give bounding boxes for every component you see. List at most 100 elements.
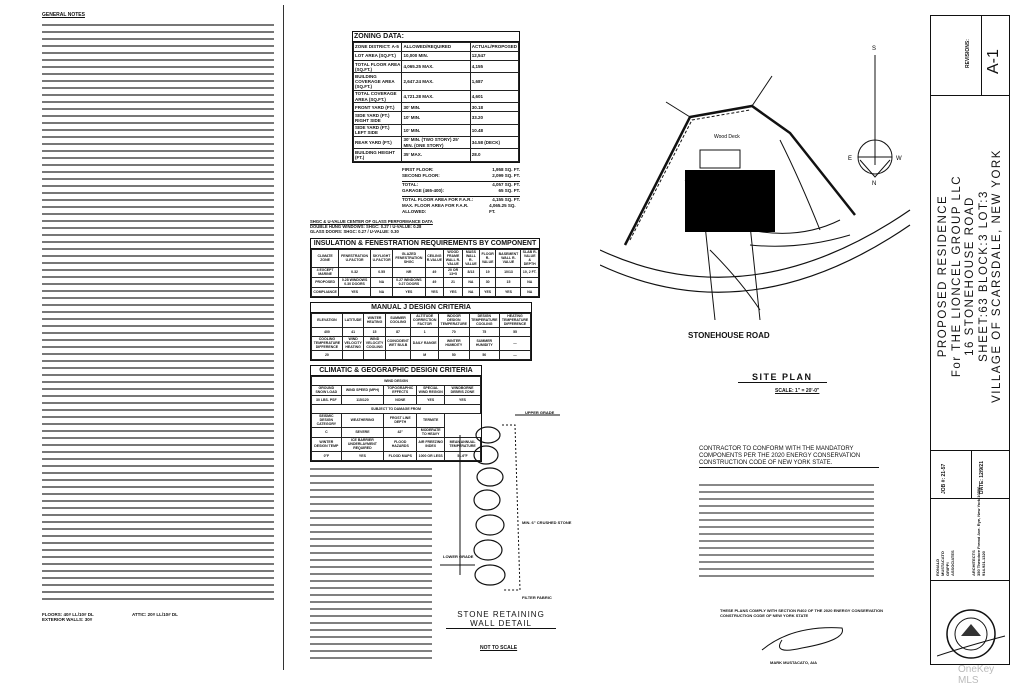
table-cell: AIR FREEZING INDEX [416,436,446,452]
table-cell: 10' MIN. [401,111,471,125]
municipality: VILLAGE OF SCARSDALE, NEW YORK [991,149,1003,403]
table-cell: YES [444,394,481,405]
table-cell: BUILDING COVERAGE AREA (SQ.FT.) [352,72,403,91]
table-cell: 42" [383,426,418,438]
table-row: BUILDING COVERAGE AREA (SQ.FT.)2,647.24 … [352,72,520,91]
table-cell: TOTAL FLOOR AREA (SQ.FT.) [352,59,403,74]
title-block: REVISIONS: A-1 PROPOSED RESIDENCE For TH… [930,15,1010,665]
table-cell: YES [392,286,426,297]
table-cell: COOLING TEMPERATURE DIFFERENCE [311,335,343,351]
table-row: LOT AREA (SQ.FT.)10,000 MIN.12,547 [352,51,520,61]
watermark: OneKey MLS [958,664,995,686]
table-cell: REAR YARD (FT.) [352,135,403,150]
table-cell: 4,155 [469,59,520,74]
table-cell: NA [369,276,394,288]
table-cell: WINTER HUMIDITY [438,335,470,351]
general-notes-heading: GENERAL NOTES [42,12,85,18]
compass-s: S [872,46,876,52]
proposed-residence-footprint [685,170,775,232]
table-cell: YES [340,450,385,461]
table-cell: 0°F [311,450,342,461]
table-cell: GROUND SNOW LOAD [311,384,342,396]
table-cell: YES [495,286,522,297]
table-cell [363,349,386,360]
table-cell: 21 [443,276,463,288]
deck-label: Wood Deck [714,134,740,140]
table-cell: ALTITUDE CORRECTION FACTOR [410,312,440,328]
table-cell: SEVERE [340,426,385,438]
compass-w: W [896,156,902,162]
label: TOTAL: [402,181,419,187]
table-row: COOLING TEMPERATURE DIFFERENCE WIND VELOC… [311,335,531,351]
compliance-statement: THESE PLANS COMPLY WITH SECTION R402 OF … [720,608,884,618]
contractor-notes [699,482,874,578]
table-cell: BUILDING HEIGHT (FT.) [352,148,403,162]
value: 4,155 SQ. FT. [492,196,520,202]
table-cell: NR [392,266,426,278]
floor-area-summary: FIRST FLOOR:1,958 SQ. FT. SECOND FLOOR:2… [402,167,520,215]
table-cell: 8/13 [462,266,480,278]
table-cell: 4,721.28 MAX. [401,89,471,104]
value: 4,065.25 SQ. FT. [489,202,516,214]
table-cell: 34.58 (DECK) [469,135,520,150]
table-cell: ALLOWED/REQUIRED [401,42,471,52]
table-cell: NA [520,286,539,297]
revisions-label: REVISIONS: [965,39,971,68]
glass-title: SHGC & U-VALUE CENTER OF GLASS PERFORMAN… [310,218,433,224]
load-attic: ATTIC: 20# LL/10# DL [132,612,178,617]
table-cell: ACTUAL/PROPOSED [469,42,520,52]
firm-contact: ARCHITECTS 350 Theodore Fremd Ave. Rye, … [971,487,986,576]
table-cell: PROPOSED [310,276,340,288]
table-cell: 10, 2 FT. [520,266,539,278]
general-notes-text [42,22,274,602]
table-cell: DAILY RANGE [410,335,440,351]
table-cell: 50 [438,349,470,360]
table-cell: FROST LINE DEPTH [383,412,418,428]
contractor-heading: CONTRACTOR TO CONFORM WITH THE MANDATORY… [699,446,879,468]
table-cell: WINTER HEATING [363,312,386,328]
table-cell: YES [424,286,445,297]
table-cell: FLOOD HAZARDS [383,436,418,452]
value: 1,958 SQ. FT. [492,166,520,172]
table-cell: CLIMATE ZONE [310,248,340,268]
table-cell: ICE BARRIER UNDERLAYMENT REQUIRED [340,436,385,452]
table-cell: C [311,426,342,438]
table-cell: 30 [478,276,497,288]
table-cell: SPECIAL WIND REGION [416,384,446,396]
glass-doors: GLASS DOORS: SHGC: 0.27 / U-VALUE: 0.30 [310,228,399,234]
title-line1: STONE RETAINING [457,610,545,619]
table-cell: FLOOD MAPS [383,450,418,461]
table-cell: 1,687 [469,72,520,91]
table-cell: SUMMER COOLING [384,312,412,328]
table-cell: 0.32 [338,266,371,278]
label: FIRST FLOOR: [402,166,434,172]
label: SECOND FLOOR: [402,172,440,178]
table-cell: 30 LBS. PSF [311,394,342,405]
label-lower-grade: LOWER GRADE [443,554,474,559]
table-cell: 0.28 WINDOWS 0.30 DOORS [338,276,371,288]
table-cell: SIDE YARD (FT.) LEFT SIDE [352,123,403,137]
table-cell: ELEVATION [311,312,343,328]
table-cell: SEISMIC DESIGN CATEGORY [311,412,342,428]
load-walls: EXTERIOR WALLS: 30# [42,617,93,622]
table-cell: 41 [341,326,365,337]
table-cell: 20 OR 13+5 [443,266,463,278]
table-cell: 10' MIN. [401,123,471,137]
table-cell: WIND VELOCITY COOLING [363,335,386,351]
table-cell: YES [443,286,463,297]
subheader: WIND DESIGN [311,375,481,386]
table-cell: FENESTRATION U-FACTOR [338,248,371,268]
table-cell: FRONT YARD (FT.) [352,102,403,113]
table-cell: MASS WALL R-VALUE [462,248,480,268]
site-plan-scale: SCALE: 1" = 20'-0" [775,388,820,394]
column-divider [283,5,284,670]
table-cell: SLAB R-VALUE & DEPTH [520,248,539,268]
table-cell: 20 [311,349,343,360]
